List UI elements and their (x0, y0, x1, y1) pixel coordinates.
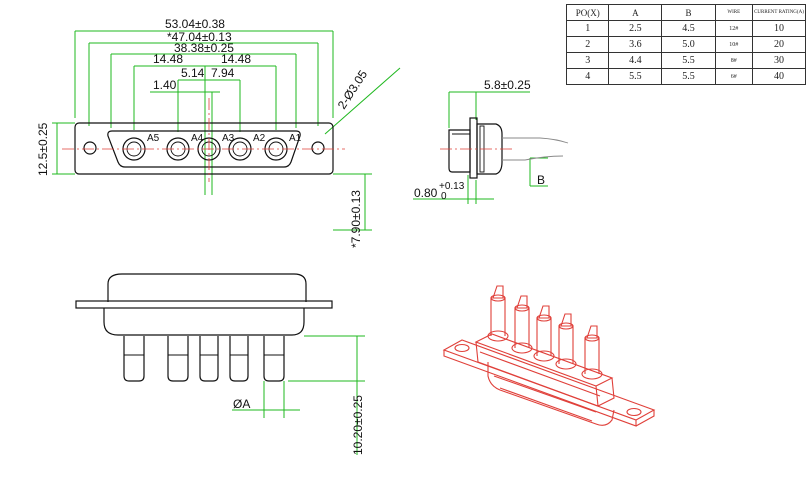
table-row: 4 5.5 5.5 6# 40 (565, 68, 806, 85)
dim-flange-thickness-tol: +0.13 (439, 181, 465, 192)
bottom-shell (107, 273, 307, 302)
spec-table-header: PO(X) A B WIRE CURRENT RATING(A) (565, 4, 806, 21)
bottom-view: ØA 10.20±0.25 (75, 273, 365, 455)
side-rear-body (476, 123, 503, 175)
dim-inner-left: 5.14 (181, 66, 205, 80)
side-cable-top (502, 137, 569, 144)
isometric-view (442, 285, 656, 427)
front-view: 53.04±0.38 *47.04±0.13 38.38±0.25 14.48 … (36, 17, 401, 248)
header-current-rating: CURRENT RATING(A) (751, 4, 806, 21)
front-shell (107, 130, 301, 168)
dim-pin-length: 10.20±0.25 (351, 395, 365, 455)
pin-label-a5: A5 (147, 133, 160, 144)
dim-inner-right: 7.94 (211, 66, 235, 80)
spec-table: PO(X) A B WIRE CURRENT RATING(A) 1 2.5 4… (565, 4, 806, 85)
pin-label-a2: A2 (253, 133, 266, 144)
pin-label-a3: A3 (222, 133, 235, 144)
header-b: B (661, 4, 716, 21)
mount-hole-right (311, 141, 325, 155)
dim-mount-hole-pitch: *47.04±0.13 (167, 30, 232, 44)
dim-right-pitch: 14.48 (221, 52, 251, 66)
front-flange (74, 122, 334, 175)
bottom-body (103, 308, 305, 336)
dim-mount-hole: 2-Ø3.05 (335, 67, 371, 111)
dim-pin-offset: 1.40 (153, 78, 177, 92)
table-row: 1 2.5 4.5 12# 10 (565, 20, 806, 37)
iso-pins (487, 285, 603, 380)
dim-cable: B (537, 173, 545, 187)
header-a: A (608, 4, 663, 21)
header-wire: WIRE (714, 4, 753, 21)
dim-depth: *7.90±0.13 (349, 190, 363, 248)
bottom-flange (75, 300, 333, 309)
pin-label-a4: A4 (191, 133, 204, 144)
table-row: 2 3.6 5.0 10# 20 (565, 36, 806, 53)
pin-label-a1: A1 (289, 133, 302, 144)
bottom-pins (123, 336, 285, 382)
side-flange (469, 117, 478, 179)
side-cable-bottom (502, 155, 564, 161)
header-po: PO(X) (565, 4, 610, 21)
mount-hole-left (83, 141, 97, 155)
table-row: 3 4.4 5.5 8# 30 (565, 52, 806, 69)
dim-left-pitch: 14.48 (153, 52, 183, 66)
dim-flange-thickness: 0.80 (414, 186, 438, 200)
side-view: 5.8±0.25 0.80 +0.13 0 B (413, 78, 569, 204)
dim-shell-width: 38.38±0.25 (174, 41, 234, 55)
dim-flange-offset: 5.8±0.25 (484, 78, 531, 92)
dim-overall-width: 53.04±0.38 (165, 17, 225, 31)
side-shell (448, 129, 471, 173)
dim-flange-thickness-tol-lower: 0 (441, 191, 447, 202)
dim-pin-diameter: ØA (233, 397, 250, 411)
dim-height: 12.5±0.25 (36, 122, 50, 176)
